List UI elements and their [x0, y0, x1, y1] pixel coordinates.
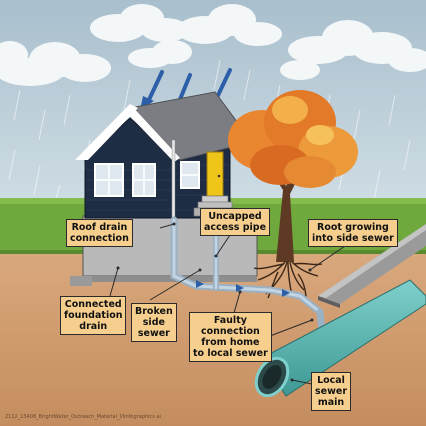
label-line: Local — [317, 375, 345, 386]
label-line: drain — [79, 321, 108, 332]
label-line: sewer — [315, 386, 348, 397]
label-line: foundation — [64, 310, 123, 321]
label-connected-foundation-drain: Connected foundation drain — [60, 296, 127, 335]
label-line: main — [317, 397, 345, 408]
label-line: Root growing — [317, 222, 389, 233]
label-line: to local sewer — [193, 348, 268, 359]
label-line: from home — [201, 337, 260, 348]
label-faulty-connection: Faulty connection from home to local sew… — [189, 312, 272, 362]
label-line: connection — [70, 233, 129, 244]
label-roof-drain: Roof drain connection — [66, 219, 133, 247]
label-line: access pipe — [204, 222, 267, 233]
tree-icon — [228, 90, 358, 262]
label-line: Faulty — [213, 315, 247, 326]
label-line: Connected — [64, 299, 122, 310]
label-line: sewer — [137, 328, 170, 339]
rain-streaks — [8, 59, 411, 206]
label-root-growing: Root growing into side sewer — [308, 219, 398, 247]
cloud-icon — [0, 41, 111, 86]
label-line: Roof drain — [71, 222, 128, 233]
cloud-icon — [90, 4, 192, 68]
label-broken-side-sewer: Broken side sewer — [131, 303, 177, 342]
cloud-icon — [177, 4, 282, 46]
label-line: connection — [200, 326, 260, 337]
sewer-main — [254, 279, 426, 398]
label-uncapped-access-pipe: Uncapped access pipe — [200, 208, 271, 236]
file-reference-text: 2112_13408_BrightWater_Outreach_Material… — [5, 414, 161, 420]
label-line: Broken — [135, 306, 173, 317]
label-line: into side sewer — [312, 233, 394, 244]
flow-arrow-icon — [196, 280, 290, 297]
label-local-sewer-main: Local sewer main — [311, 372, 352, 411]
cloud-icon — [280, 20, 426, 80]
label-line: side — [142, 317, 165, 328]
label-line: Uncapped — [208, 211, 262, 222]
street — [318, 224, 426, 308]
